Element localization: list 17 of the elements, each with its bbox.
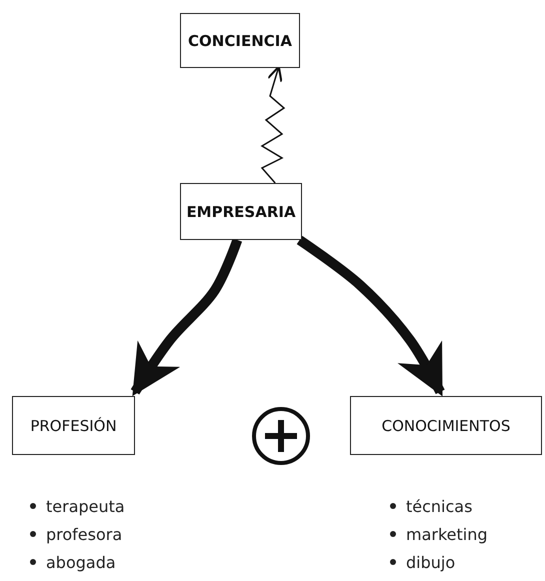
box-label: PROFESIÓN bbox=[30, 416, 117, 434]
box-label: EMPRESARIA bbox=[186, 202, 296, 220]
text-box bbox=[180, 183, 302, 240]
text-box bbox=[350, 396, 542, 455]
box-label: CONCIENCIA bbox=[188, 32, 292, 50]
text-box bbox=[12, 396, 135, 455]
list-item: terapeuta bbox=[46, 496, 125, 516]
box-label: CONOCIMIENTOS bbox=[382, 416, 510, 434]
arrow bbox=[130, 238, 242, 396]
arrow bbox=[260, 66, 286, 184]
list-item: marketing bbox=[406, 524, 488, 544]
list-item: profesora bbox=[46, 524, 122, 544]
list-item: abogada bbox=[46, 552, 116, 572]
arrow bbox=[296, 236, 445, 396]
list-item: técnicas bbox=[406, 496, 472, 516]
text-box bbox=[180, 13, 300, 68]
list-item: dibujo bbox=[406, 552, 456, 572]
